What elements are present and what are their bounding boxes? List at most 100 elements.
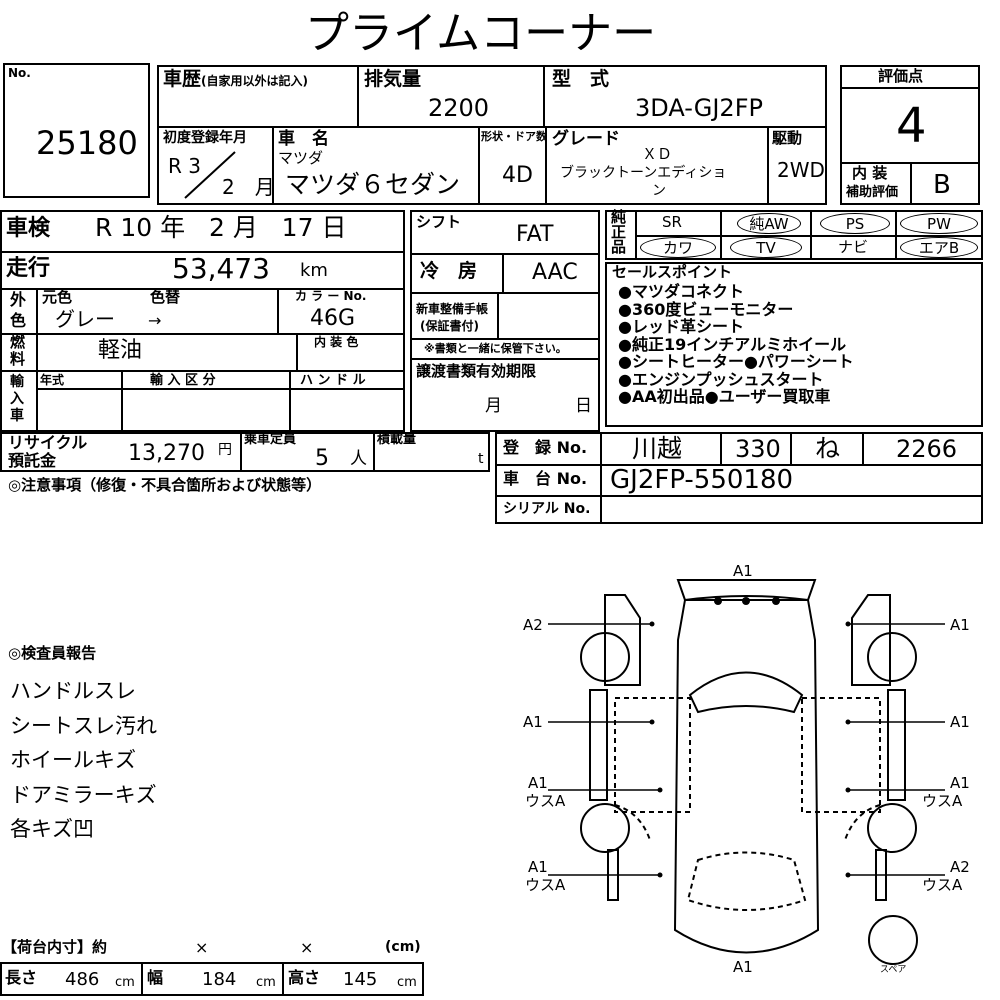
shift-ac-grid — [410, 210, 600, 432]
orig-color-value: グレー — [55, 307, 115, 331]
chassis-value: GJ2FP-550180 — [610, 465, 794, 495]
damage-left-rear-door-2: ウスA — [525, 792, 566, 810]
sales-point: ●レッド革シート — [618, 317, 744, 336]
repaint-label: 色替 — [150, 288, 181, 306]
first-reg-era-year: R 3 — [168, 154, 201, 178]
damage-right-rear-door: A1 — [950, 774, 970, 792]
recycle-row — [0, 432, 490, 472]
registration-label: 登 録 No. — [503, 438, 588, 457]
grade-line-2: ブラックトーンエディショ — [560, 165, 727, 181]
handle-label: ハ ン ド ル — [300, 373, 366, 388]
sales-points-list: ●マツダコネクト ●360度ビューモニター ●レッド革シート ●純正19インチア… — [618, 283, 854, 406]
damage-front: A1 — [733, 562, 753, 580]
rear-window — [686, 851, 807, 911]
inspector-line: シートスレ汚れ — [10, 713, 157, 738]
spare-tire — [868, 915, 918, 965]
model-label: 型 式 — [552, 68, 610, 90]
car-name-value: マツダ６セダン — [285, 170, 461, 199]
doors-value: 4D — [502, 163, 533, 188]
equipment-label-1: 純 — [611, 208, 627, 226]
mileage-label: 走行 — [6, 256, 51, 281]
drive-label: 駆動 — [772, 129, 803, 147]
fuel-value: 軽油 — [98, 338, 143, 363]
chassis-label: 車 台 No. — [503, 469, 588, 488]
wheel-rear-right — [867, 803, 917, 853]
new-car-manual-note: ※書類と一緒に保管下さい。 — [424, 342, 567, 355]
inspector-line: ハンドルスレ — [10, 679, 136, 703]
inspector-line: 各キズ凹 — [10, 817, 94, 841]
top-info-grid — [157, 65, 827, 205]
equip-alloy-wheel: 純AW — [737, 213, 801, 234]
capacity-value: 5 — [315, 446, 329, 471]
equip-navi: ナビ — [838, 238, 869, 256]
registration-kana: ね — [815, 434, 841, 463]
damage-right-rear-door-2: ウスA — [922, 792, 963, 810]
car-name-label: 車 名 — [278, 129, 329, 149]
damage-right-front-door: A1 — [950, 713, 970, 731]
mileage-value: 53,473 — [172, 252, 270, 285]
transfer-month-unit: 月 — [485, 396, 502, 416]
inspector-label: ◎検査員報告 — [8, 644, 97, 662]
inspector-line: ドアミラーキズ — [10, 782, 157, 807]
repaint-value: → — [148, 311, 162, 330]
ac-value: AAC — [532, 260, 578, 285]
damage-right-rear-2: ウスA — [922, 876, 963, 894]
import-class-label: 輸 入 区 分 — [150, 373, 216, 388]
import-label-3: 車 — [10, 408, 24, 424]
displacement-value: 2200 — [428, 94, 490, 122]
car-body — [673, 595, 820, 954]
load-label: 積載量 — [377, 432, 417, 447]
left-front-fender — [604, 594, 641, 686]
sales-point: ●AA初出品●ユーザー買取車 — [618, 387, 831, 406]
first-reg-month: 2 月 — [222, 175, 275, 199]
cargo-height: 145 — [343, 969, 378, 990]
grade-line-1: ＸＤ — [642, 145, 673, 163]
cargo-height-cm: cm — [397, 975, 417, 990]
inspection-date: R 10 年 2 月 17 日 — [95, 213, 347, 242]
equipment-label-2: 正 — [611, 223, 627, 241]
windshield — [688, 671, 804, 714]
cargo-width-label: 幅 — [147, 968, 164, 987]
capacity-unit: 人 — [350, 449, 367, 469]
orig-color-label: 元色 — [42, 288, 73, 306]
grade-line-3: ン — [652, 183, 666, 199]
damage-right-front: A1 — [950, 616, 970, 634]
sales-point: ●シートヒーター●パワーシート — [618, 352, 854, 371]
damage-right-rear: A2 — [950, 858, 970, 876]
equip-airbag: エアB — [900, 237, 978, 258]
right-front-fender — [851, 594, 891, 686]
damage-left-front: A2 — [523, 616, 543, 634]
cargo-x2: × — [300, 938, 314, 957]
interior-score-value: B — [933, 170, 951, 200]
wheel-rear-left — [580, 803, 630, 853]
sales-point: ●マツダコネクト — [618, 282, 744, 301]
shift-value: FAT — [516, 222, 554, 247]
registration-class: 330 — [735, 435, 781, 463]
equipment-label-3: 品 — [611, 238, 627, 256]
cargo-x1: × — [195, 938, 209, 957]
grade-label: グレード — [552, 129, 620, 149]
lot-number-box — [3, 63, 150, 198]
displacement-label: 排気量 — [364, 68, 422, 90]
sales-point: ●純正19インチアルミホイール — [618, 334, 847, 354]
damage-left-rear-2: ウスA — [525, 876, 566, 894]
color-no-value: 46G — [310, 306, 356, 331]
capacity-label: 乗車定員 — [244, 432, 297, 447]
exterior-label-1: 外 — [10, 290, 27, 309]
model-value: 3DA-GJ2FP — [635, 94, 763, 122]
import-label-2: 入 — [10, 391, 24, 407]
right-door-panel — [887, 689, 906, 801]
registration-grid — [495, 432, 983, 524]
wheel-front-left — [580, 632, 630, 682]
first-reg-slash — [184, 151, 236, 199]
drive-value: 2WD — [777, 158, 825, 182]
vehicle-details-grid — [0, 210, 405, 432]
equip-power-window: PW — [900, 213, 978, 234]
lot-number: 25180 — [36, 124, 138, 162]
cargo-dimensions — [0, 962, 424, 996]
fuel-label-2: 料 — [10, 350, 26, 368]
damage-left-rear-door: A1 — [528, 774, 548, 792]
import-year-label: 年式 — [40, 373, 65, 387]
wheel-front-right — [867, 632, 917, 682]
serial-label: シリアル No. — [503, 501, 591, 517]
